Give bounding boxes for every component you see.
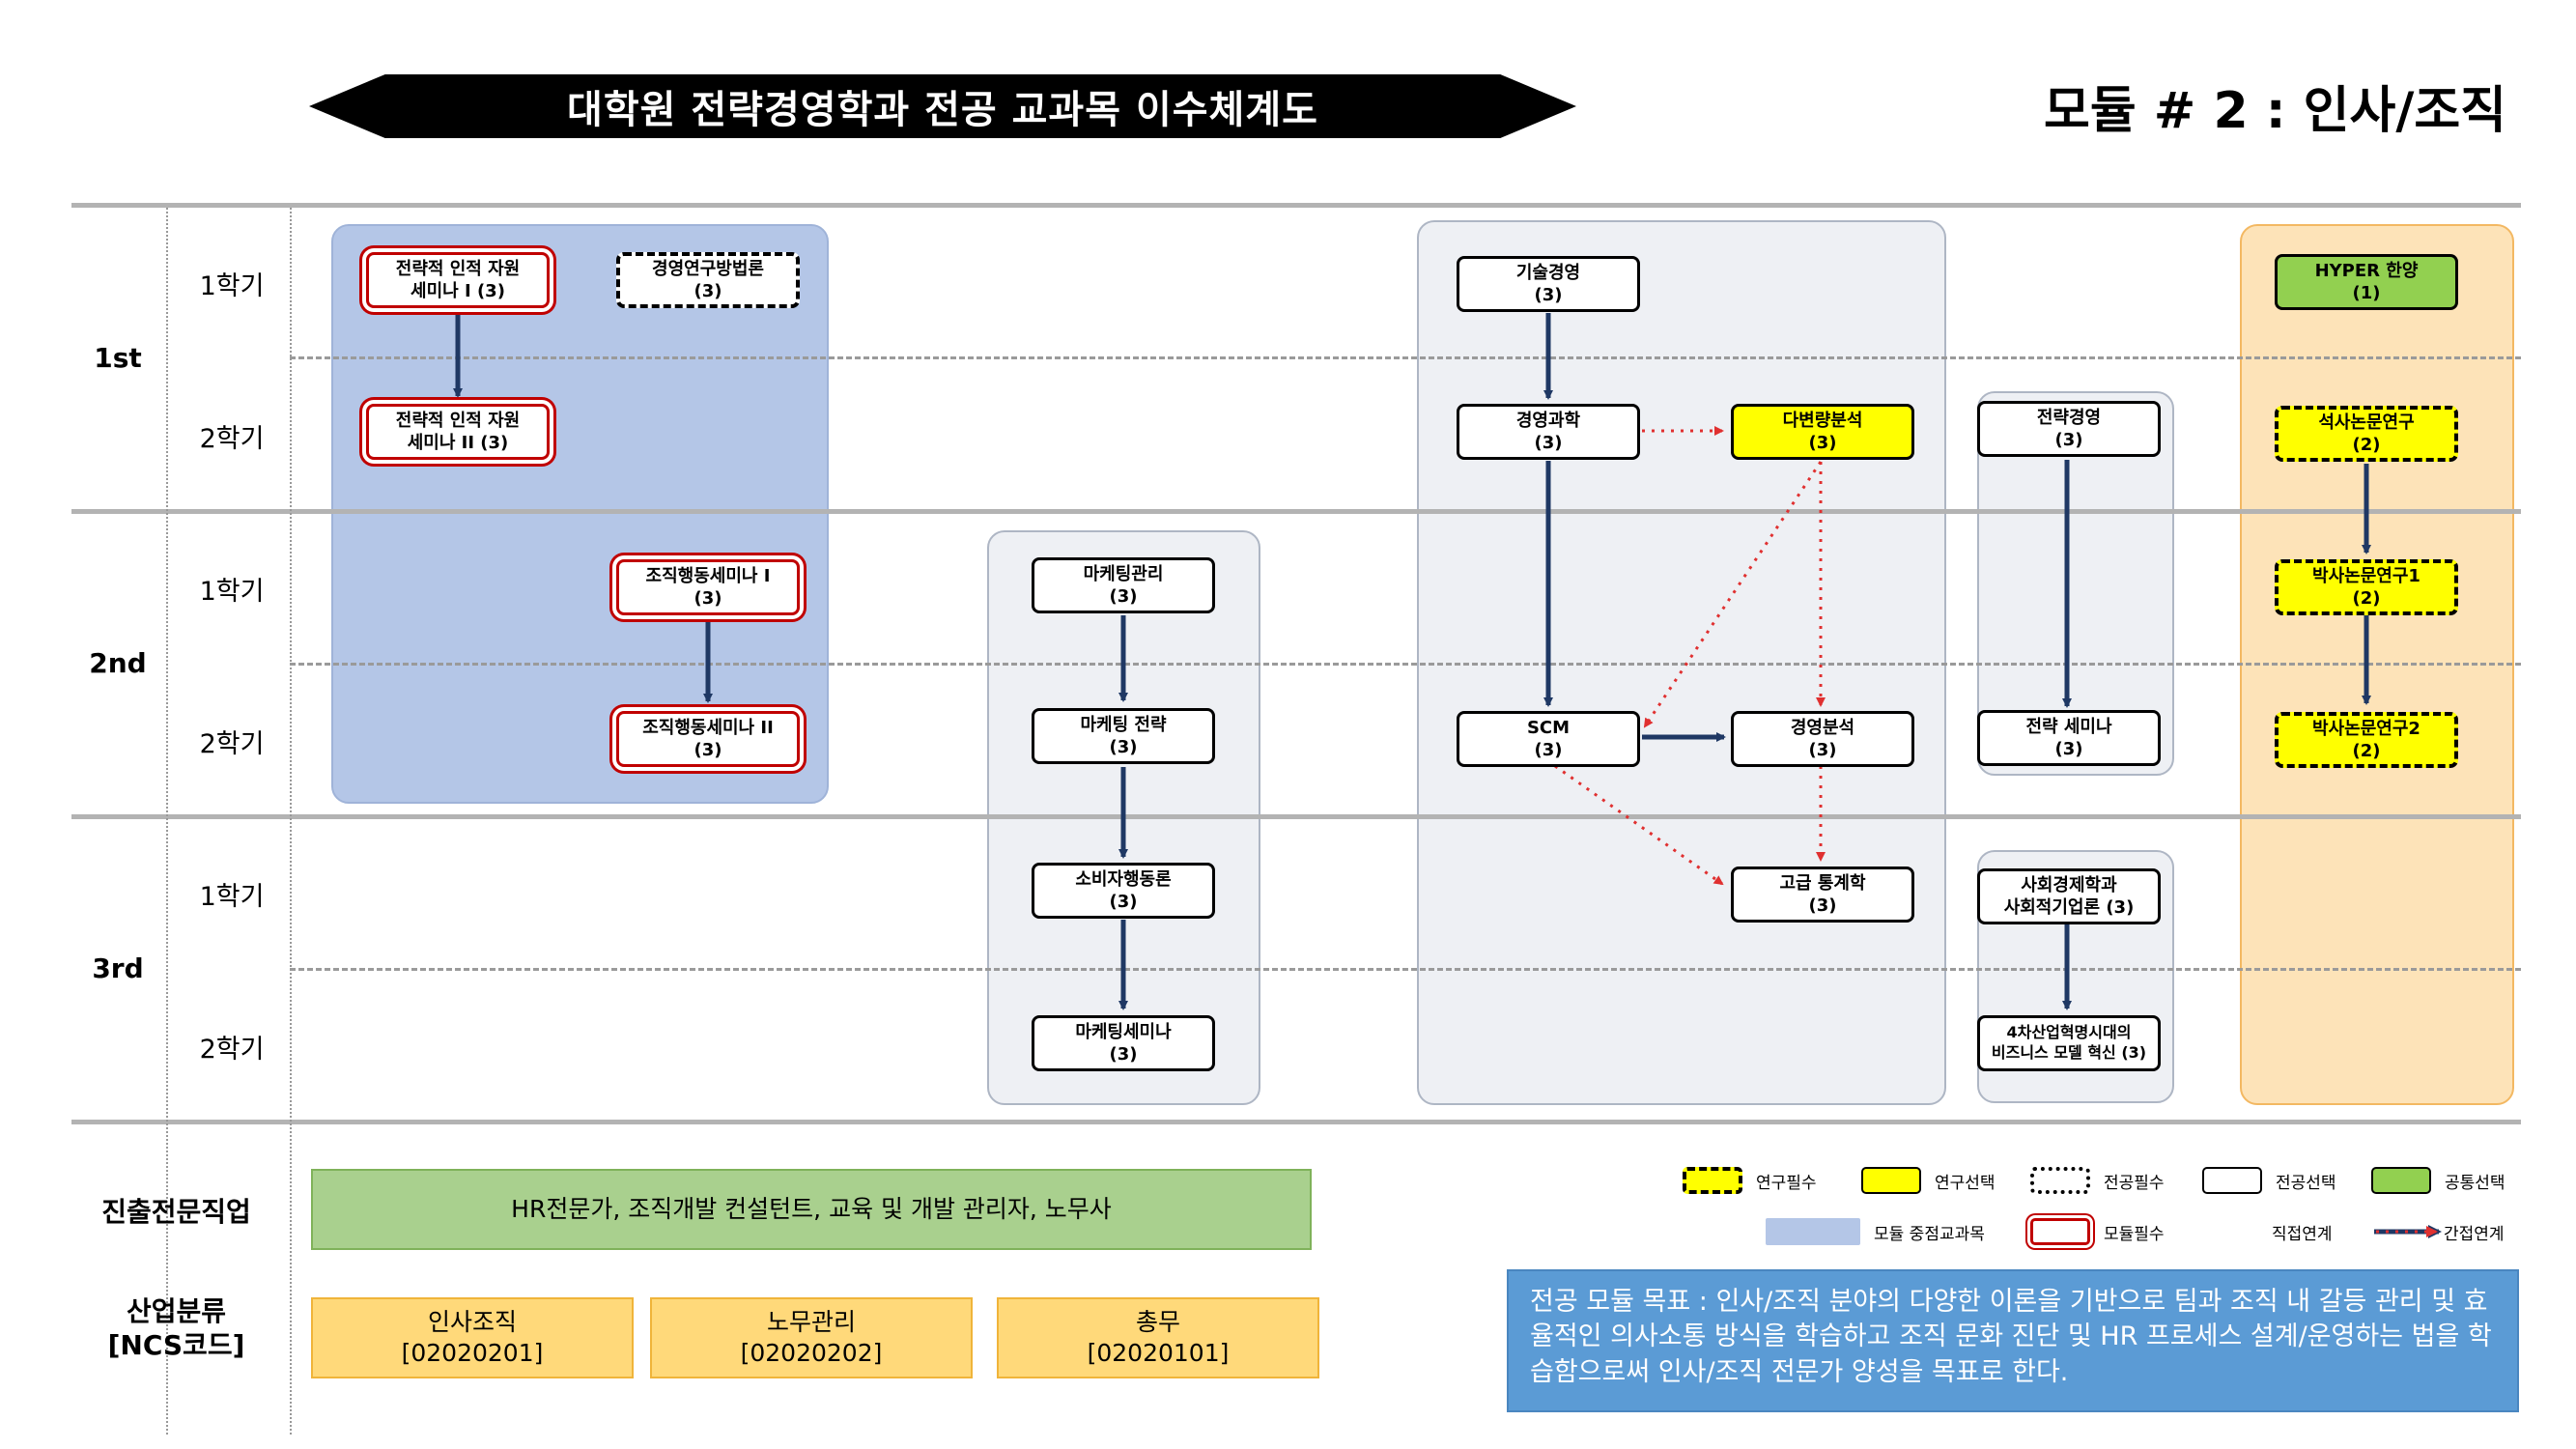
course-card[interactable]: SCM(3): [1457, 711, 1640, 767]
module-goal: 전공 모듈 목표 : 인사/조직 분야의 다양한 이론을 기반으로 팀과 조직 …: [1507, 1269, 2519, 1412]
semester-divider-2: [290, 663, 2521, 666]
careers-value: HR전문가, 조직개발 컨설턴트, 교육 및 개발 관리자, 노무사: [511, 1194, 1112, 1223]
legend-major-elective: 전공선택: [2202, 1167, 2336, 1194]
legend-major-required: 전공필수: [2030, 1167, 2165, 1194]
industry-box: 노무관리[02020202]: [650, 1297, 973, 1378]
semester-divider-1: [290, 356, 2521, 359]
indirect-link-arrow: [1554, 764, 1724, 886]
course-card[interactable]: 마케팅관리(3): [1032, 557, 1215, 613]
semester-label: 1학기: [199, 271, 265, 301]
module-focus-region: [331, 224, 829, 804]
column-divider-2: [290, 208, 292, 1435]
year-label-3: 3rd: [92, 952, 144, 984]
course-card[interactable]: 경영연구방법론(3): [616, 252, 800, 308]
course-card[interactable]: 소비자행동론(3): [1032, 863, 1215, 919]
careers-label: 진출전문직업: [101, 1196, 251, 1228]
course-card[interactable]: 조직행동세미나 I(3): [616, 559, 800, 615]
year-label-1: 1st: [94, 342, 142, 374]
course-card[interactable]: 마케팅 전략(3): [1032, 708, 1215, 764]
course-card[interactable]: 전략 세미나(3): [1977, 710, 2161, 766]
semester-label: 1학기: [199, 577, 265, 607]
grid-line-top: [71, 203, 2521, 208]
semester-label: 2학기: [199, 424, 265, 454]
grid-line-year2: [71, 509, 2521, 514]
course-card[interactable]: 전략경영(3): [1977, 401, 2161, 457]
course-card[interactable]: 기술경영(3): [1457, 256, 1640, 312]
careers-box: HR전문가, 조직개발 컨설턴트, 교육 및 개발 관리자, 노무사: [311, 1169, 1312, 1250]
column-divider-1: [166, 208, 168, 1435]
course-card[interactable]: 마케팅세미나(3): [1032, 1015, 1215, 1071]
course-card[interactable]: 박사논문연구2(2): [2275, 712, 2458, 768]
course-card[interactable]: 석사논문연구(2): [2275, 406, 2458, 462]
course-card[interactable]: HYPER 한양(1): [2275, 254, 2458, 310]
semester-label: 2학기: [199, 729, 265, 759]
indirect-link-arrow: [1643, 461, 1823, 728]
legend-module-focus: 모듈 중점교과목: [1766, 1218, 1985, 1245]
legend-research-required: 연구필수: [1683, 1167, 1817, 1194]
course-card[interactable]: 다변량분석(3): [1731, 404, 1914, 460]
year-label-2: 2nd: [89, 647, 147, 679]
course-card[interactable]: 고급 통계학(3): [1731, 867, 1914, 923]
legend-direct-link: 직접연계: [2272, 1225, 2333, 1244]
semester-label: 1학기: [199, 882, 265, 912]
industry-box: 총무[02020101]: [997, 1297, 1319, 1378]
legend-indirect-link: 간접연계: [2444, 1225, 2505, 1244]
course-card[interactable]: 조직행동세미나 II(3): [616, 711, 800, 767]
module-title: 모듈 # 2 : 인사/조직: [2044, 82, 2506, 140]
banner-title: 대학원 전략경영학과 전공 교과목 이수체계도: [567, 88, 1318, 132]
grid-line-year3: [71, 814, 2521, 819]
industry-label: 산업분류 [NCS코드]: [107, 1295, 245, 1361]
semester-label: 2학기: [199, 1035, 265, 1065]
legend-common-elective: 공통선택: [2371, 1167, 2505, 1194]
legend-module-required: 모듈필수: [2030, 1218, 2165, 1245]
legend-research-elective: 연구선택: [1861, 1167, 1996, 1194]
course-card[interactable]: 박사논문연구1(2): [2275, 559, 2458, 615]
grid-line-bottom: [71, 1120, 2521, 1124]
title-banner: 대학원 전략경영학과 전공 교과목 이수체계도: [309, 74, 1576, 138]
course-card[interactable]: 경영분석(3): [1731, 711, 1914, 767]
industry-box: 인사조직[02020201]: [311, 1297, 634, 1378]
course-card[interactable]: 경영과학(3): [1457, 404, 1640, 460]
semester-divider-3: [290, 968, 2521, 971]
